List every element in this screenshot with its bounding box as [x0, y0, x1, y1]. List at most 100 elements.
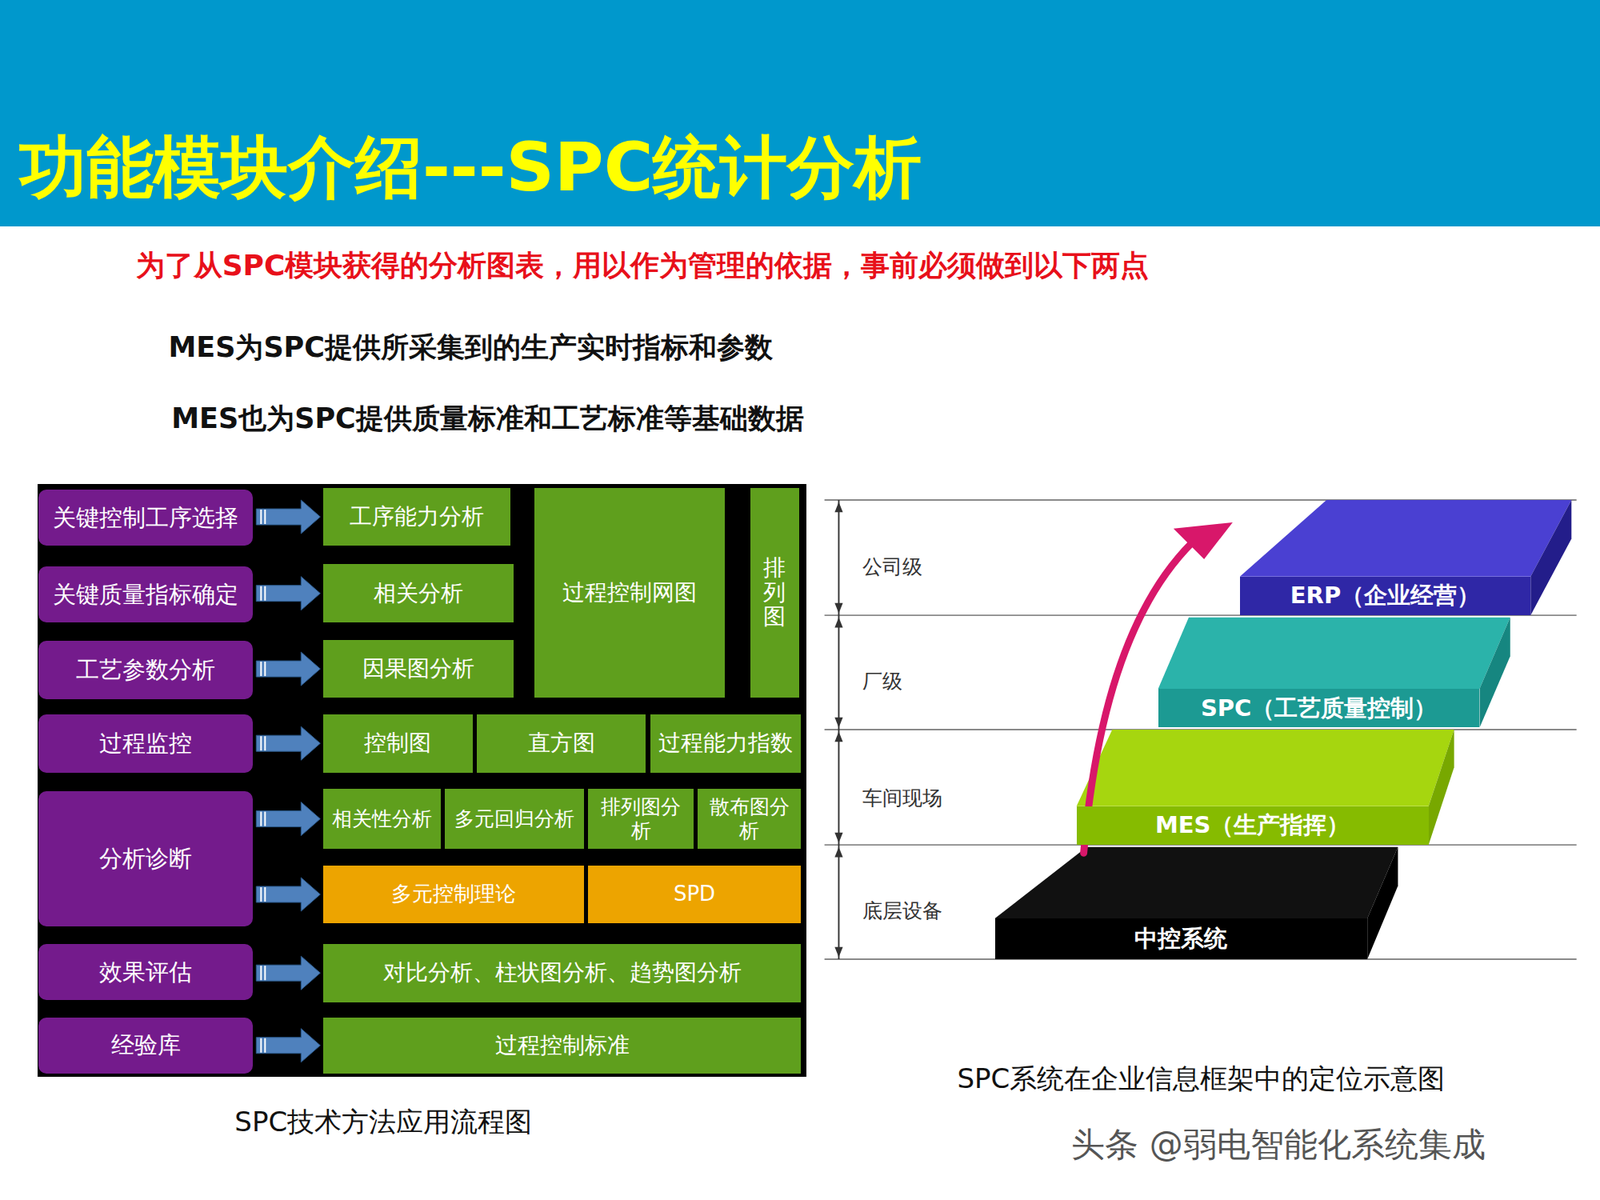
slab-top	[995, 847, 1399, 919]
erp-slab: ERP（企业经营）	[1240, 576, 1532, 616]
connector-group	[256, 1028, 320, 1063]
arrow-stripe	[264, 509, 266, 524]
step-box: 效果评估	[38, 944, 253, 1000]
node-text: SPD	[673, 881, 716, 907]
connector-group	[256, 877, 320, 912]
method-box: 过程控制网图	[534, 488, 724, 699]
method-box: 对比分析、柱状图分析、趋势图分析	[323, 944, 801, 1003]
step-box: 关键质量指标确定	[38, 566, 253, 623]
method-box: 过程能力指数	[650, 714, 802, 773]
node-text: 相关性分析	[332, 807, 432, 832]
level-name: 车间现场	[862, 784, 943, 812]
arrow-stripe	[264, 812, 266, 827]
figure-caption: SPC系统在企业信息框架中的定位示意图	[956, 1060, 1445, 1098]
connector-group	[256, 652, 320, 686]
figure-caption: SPC技术方法应用流程图	[234, 1104, 532, 1141]
spc-slab: SPC（工艺质量控制）	[1158, 688, 1480, 728]
watermark: 头条 @弱电智能化系统集成	[1071, 1122, 1485, 1168]
method-box: 相关分析	[323, 564, 513, 623]
node-text: 过程监控	[99, 729, 192, 758]
slab-side	[1479, 617, 1510, 728]
arrow-stripe	[260, 736, 262, 751]
axis-tick	[834, 732, 843, 743]
page-title: 功能模块介绍---SPC统计分析	[19, 122, 922, 214]
node-text: ERP（企业经营）	[1290, 581, 1480, 610]
connector-group	[256, 500, 320, 534]
slab-top	[1158, 617, 1511, 689]
arrow-stripe	[264, 661, 266, 676]
connector-group	[256, 726, 320, 760]
slab-side	[1428, 729, 1455, 845]
arrow-stripe	[264, 965, 266, 980]
axis-tick	[834, 617, 843, 628]
node-text: 多元控制理论	[391, 881, 516, 907]
arrow-stripe	[260, 661, 262, 676]
node-text: 过程能力指数	[658, 729, 793, 757]
node-text: 对比分析、柱状图分析、趋势图分析	[383, 959, 742, 987]
flow-arrow	[256, 726, 320, 760]
node-text: 多元回归分析	[454, 807, 575, 832]
arrow-stripe	[264, 887, 266, 902]
step-box: 分析诊断	[38, 791, 253, 928]
method-box: 直方图	[476, 714, 647, 773]
flow-arrow	[256, 576, 320, 611]
arrow-stripe	[264, 586, 266, 601]
slab-side	[1367, 847, 1398, 960]
method-box: 排列图分析	[588, 788, 695, 849]
node-text: 过程控制标准	[495, 1032, 630, 1060]
axis-tick	[834, 717, 843, 728]
method-box: 工序能力分析	[323, 488, 510, 547]
node-text: 直方图	[528, 729, 596, 757]
arrow-stripe	[260, 509, 262, 524]
control-slab: 中控系统	[995, 918, 1368, 960]
node-text: 工艺参数分析	[76, 656, 216, 684]
node-text: 相关分析	[373, 580, 464, 608]
intro-note: 为了从SPC模块获得的分析图表，用以作为管理的依据，事前必须做到以下两点	[136, 245, 1150, 285]
flow-arrow	[256, 802, 320, 836]
node-text: 排列图分析	[591, 795, 692, 844]
arrow-stripe	[260, 812, 262, 827]
node-text: 工序能力分析	[349, 503, 484, 531]
connector-group	[256, 802, 320, 836]
flow-arrow	[256, 652, 320, 686]
method-box: 多元回归分析	[444, 788, 584, 849]
theory-box: 多元控制理论	[323, 865, 584, 924]
method-box: 因果图分析	[323, 640, 513, 699]
arrow-stripe	[260, 965, 262, 980]
step-box: 过程监控	[38, 714, 253, 773]
level-name: 公司级	[862, 552, 923, 580]
arrow-stripe	[264, 736, 266, 751]
requirement-line: MES也为SPC提供质量标准和工艺标准等基础数据	[171, 399, 804, 437]
node-text: 控制图	[364, 729, 432, 757]
flow-arrow	[256, 956, 320, 990]
arrow-stripe	[260, 586, 262, 601]
theory-box: SPD	[588, 865, 802, 924]
axis-tick	[834, 847, 843, 858]
node-text: MES（生产指挥）	[1155, 811, 1351, 840]
level-name: 厂级	[862, 667, 903, 694]
arrow-stripe	[260, 887, 262, 902]
node-text: 经验库	[111, 1031, 181, 1060]
slab-top	[1076, 729, 1455, 807]
vertical-method-box: 排列图	[750, 488, 800, 699]
node-text: 散布图分析	[700, 795, 798, 844]
method-box: 控制图	[323, 714, 472, 773]
connector-group	[256, 956, 320, 990]
node-text: 中控系统	[1134, 924, 1228, 953]
arrow-stripe	[260, 1038, 262, 1053]
flow-arrow	[256, 877, 320, 912]
method-box: 相关性分析	[323, 788, 441, 849]
step-box: 关键控制工序选择	[38, 489, 253, 546]
axis-tick	[834, 502, 843, 513]
node-text: 关键控制工序选择	[52, 504, 239, 532]
arrow-stripe	[264, 1038, 266, 1053]
step-box: 经验库	[38, 1017, 253, 1074]
node-text: 过程控制网图	[562, 579, 697, 607]
flow-arrow	[256, 1028, 320, 1063]
axis-tick	[834, 603, 843, 614]
growth-arrowhead	[1173, 522, 1233, 560]
requirement-line: MES为SPC提供所采集到的生产实时指标和参数	[168, 328, 773, 366]
level-name: 底层设备	[862, 896, 943, 924]
slab-side	[1530, 500, 1572, 616]
method-box: 过程控制标准	[323, 1017, 801, 1074]
